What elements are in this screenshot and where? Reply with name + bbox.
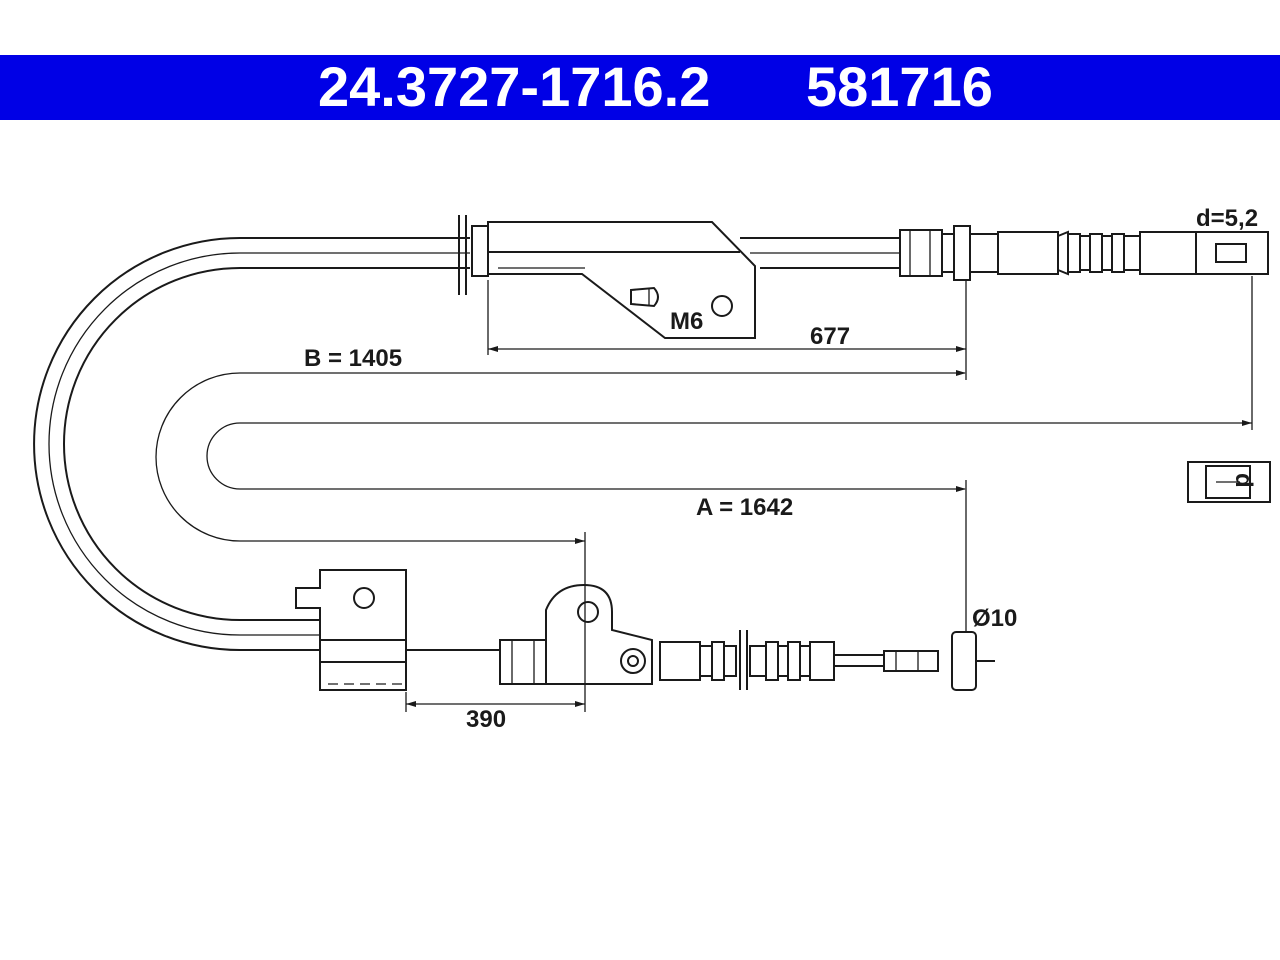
cable-sheath bbox=[33, 237, 900, 651]
part-number: 24.3727-1716.2 bbox=[318, 55, 711, 118]
detail-d-label: d bbox=[1230, 473, 1257, 488]
eye-detail-view bbox=[1187, 461, 1271, 503]
upper-fitting-length-label: 677 bbox=[810, 323, 850, 350]
lower-bracket bbox=[295, 569, 500, 691]
end-diameter-label: Ø10 bbox=[972, 605, 1017, 632]
reference-number: 581716 bbox=[806, 55, 993, 118]
lower-fitting-length-label: 390 bbox=[466, 706, 506, 733]
lower-fitting bbox=[499, 583, 995, 691]
dimension-lines bbox=[405, 276, 1253, 712]
b-length-label: B = 1405 bbox=[304, 345, 402, 372]
dimension-loops bbox=[155, 372, 1252, 542]
a-length-label: A = 1642 bbox=[696, 494, 793, 521]
thread-label: M6 bbox=[670, 308, 703, 335]
upper-end-fitting bbox=[899, 225, 1269, 281]
title-banner: 24.3727-1716.2 581716 bbox=[0, 55, 1280, 120]
eye-diameter-label: d=5,2 bbox=[1196, 205, 1258, 232]
upper-bracket bbox=[458, 215, 756, 339]
